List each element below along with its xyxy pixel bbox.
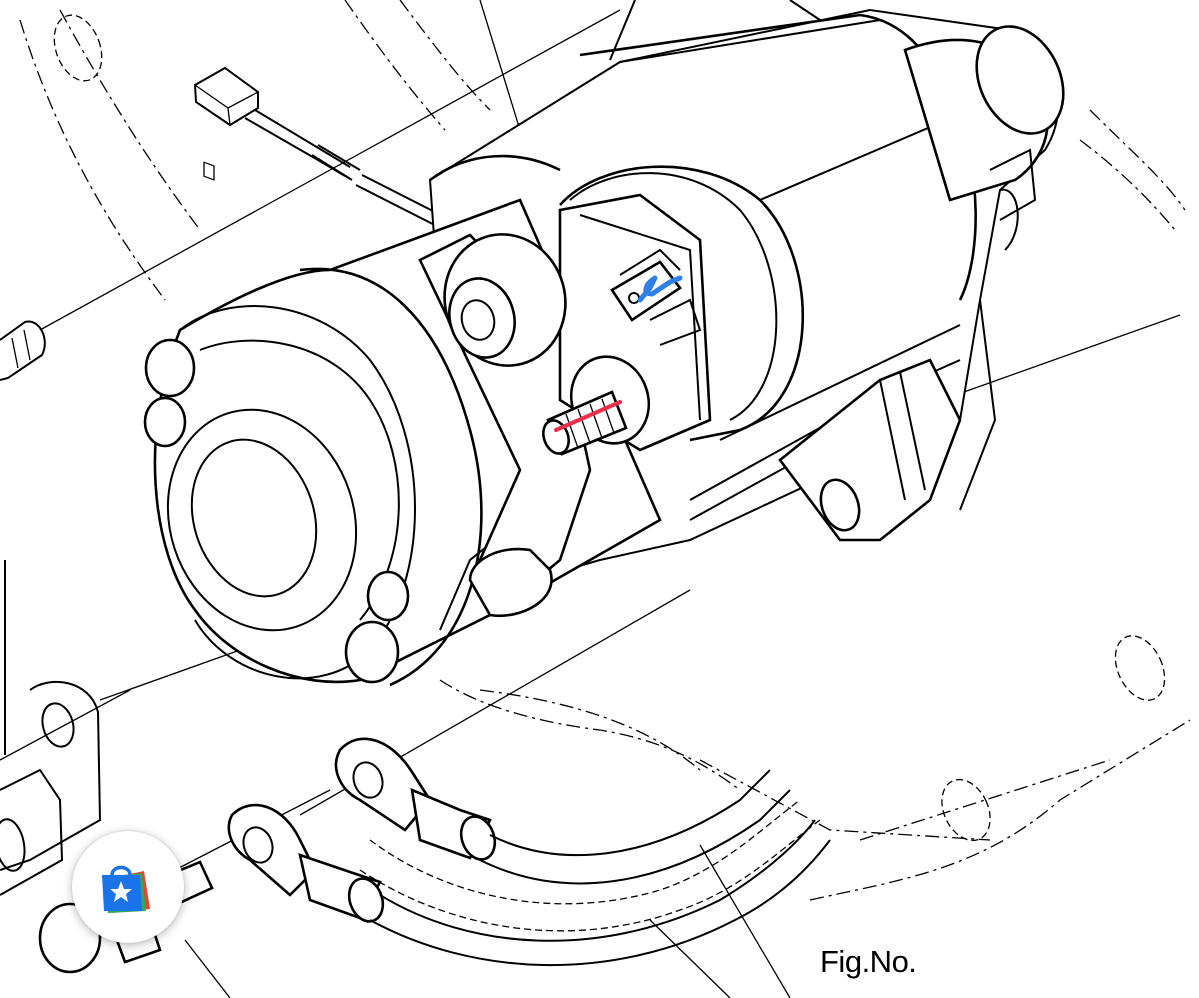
engine-phantom-outline [19,0,1191,932]
figure-number-label: Fig.No. [820,944,917,979]
ring-terminal-cables [227,737,831,966]
shopping-app-floating-button[interactable] [72,831,184,943]
left-bolt [0,320,46,381]
blue-annotation-mark [637,275,683,303]
solenoid [418,193,712,618]
red-annotation-mark [554,400,622,432]
shopping-bag-star-icon [102,865,150,913]
left-bracket [0,560,102,896]
